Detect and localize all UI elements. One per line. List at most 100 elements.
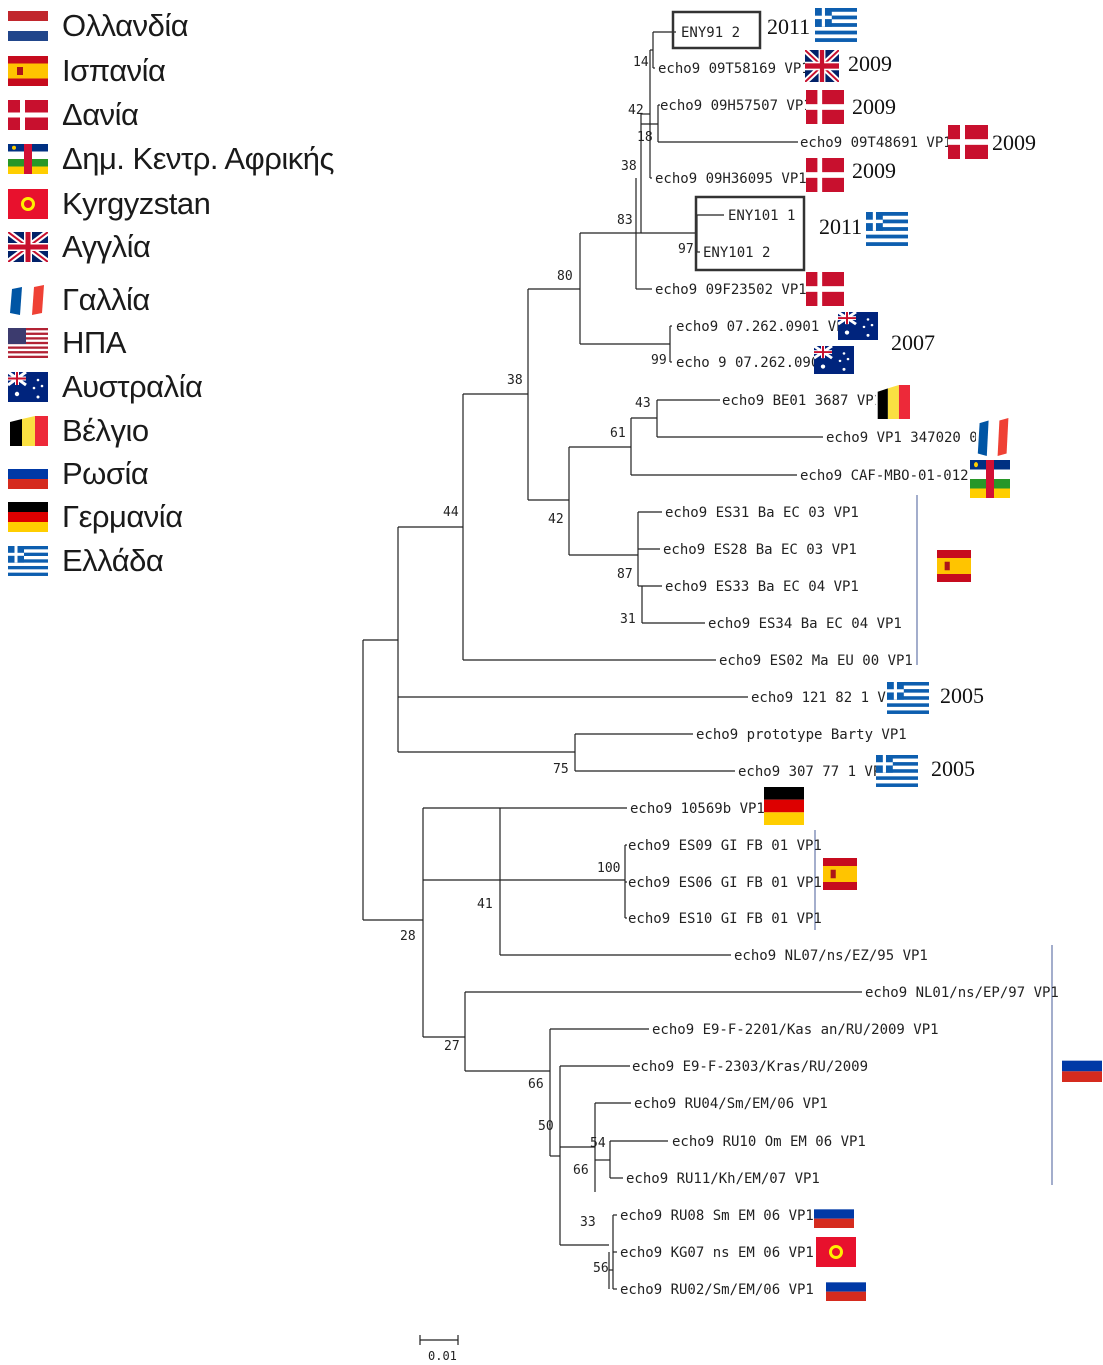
russia-flag-icon [1062,1050,1102,1082]
highlight-box [671,10,762,50]
legend-label: Δημ. Κεντρ. Αφρικής [62,141,334,176]
legend-label: Αυστραλία [62,369,203,404]
tree-leaf-label: echo9 ES06 GI FB 01 VP1 [628,875,822,891]
legend-label: Ισπανία [62,53,166,88]
tree-leaf-label: echo9 RU11/Kh/EM/07 VP1 [626,1171,820,1187]
bootstrap-value: 38 [621,159,637,174]
tree-leaf-label: echo9 RU08 Sm EM 06 VP1 [620,1208,814,1224]
bootstrap-value: 50 [538,1119,554,1134]
legend-item: Γαλλία [8,280,150,320]
usa-flag-icon [8,328,48,358]
bootstrap-value: 99 [651,353,667,368]
legend-label: Αγγλία [62,229,151,264]
legend-label: Kyrgyzstan [62,186,211,221]
tree-leaf-label: echo9 RU10 Om EM 06 VP1 [672,1134,866,1150]
spain-flag-icon [937,550,971,582]
legend-label: Βέλγιο [62,413,149,448]
denmark-flag-icon [8,100,48,130]
legend-item: Ισπανία [8,51,166,91]
belgium-flag-icon [876,385,910,419]
tree-leaf-label: echo9 prototype Barty VP1 [696,727,907,743]
greece-flag-icon [8,546,48,576]
tree-leaf-label: echo9 ES10 GI FB 01 VP1 [628,911,822,927]
tree-leaf-label: echo9 ES28 Ba EC 03 VP1 [663,542,857,558]
tree-leaf-label: echo9 09T48691 VP1 [800,135,952,151]
tree-leaf-label: echo9 ES02 Ma EU 00 VP1 [719,653,913,669]
sampling-year: 2009 [852,94,896,119]
legend-item: ΗΠΑ [8,323,126,363]
france-flag-icon [976,418,1012,456]
bootstrap-value: 97 [678,242,694,257]
bootstrap-value: 42 [548,512,564,527]
sampling-year: 2009 [852,158,896,183]
tree-leaf-label: echo9 VP1 347020 06 [826,430,986,446]
legend-item: Ελλάδα [8,541,164,581]
legend-label: Ολλανδία [62,8,189,43]
bootstrap-value: 31 [620,612,636,627]
russia-flag-icon [814,1200,854,1228]
bootstrap-value: 43 [635,396,651,411]
tree-leaf-label: echo9 ES33 Ba EC 04 VP1 [665,579,859,595]
kyrgyzstan-flag-icon [8,189,48,219]
tree-leaf-label: echo9 09F23502 VP1 [655,282,807,298]
sampling-year: 2005 [931,756,975,781]
tree-leaf-label: echo9 RU02/Sm/EM/06 VP1 [620,1282,814,1298]
tree-leaf-label: echo9 09H57507 VP1 [660,98,812,114]
legend-label: Δανία [62,97,139,132]
tree-leaf-label: echo9 BE01 3687 VP1 [722,393,882,409]
greece-flag-icon [866,212,908,246]
legend-label: Ελλάδα [62,543,164,578]
tree-leaf-label: echo9 KG07 ns EM 06 VP1 [620,1245,814,1261]
bootstrap-value: 66 [528,1077,544,1092]
central-african-republic-flag-icon [8,144,48,174]
legend-label: ΗΠΑ [62,325,126,360]
legend-item: Ρωσία [8,454,149,494]
bootstrap-value: 41 [477,897,493,912]
bootstrap-value: 28 [400,929,416,944]
tree-leaf-label: echo9 E9-F-2201/Kas an/RU/2009 VP1 [652,1022,939,1038]
legend-item: Ολλανδία [8,6,189,46]
legend-item: Γερμανία [8,497,183,537]
legend-item: Kyrgyzstan [8,184,211,224]
sampling-year: 2009 [848,51,892,76]
bootstrap-value: 33 [580,1215,596,1230]
bootstrap-value: 14 [633,55,649,70]
highlight-box [694,195,806,272]
tree-leaf-label: ENY101 2 [703,245,770,261]
belgium-flag-icon [8,416,48,446]
legend-label: Ρωσία [62,456,149,491]
legend-item: Δημ. Κεντρ. Αφρικής [8,139,334,179]
france-flag-icon [8,285,48,315]
bootstrap-value: 38 [507,373,523,388]
tree-leaf-label: ENY91 2 [681,25,740,41]
sampling-year: 2007 [891,330,935,355]
bootstrap-value: 83 [617,213,633,228]
tree-leaf-label: echo9 10569b VP1 [630,801,765,817]
bootstrap-value: 61 [610,426,626,441]
bootstrap-value: 75 [553,762,569,777]
tree-leaf-label: echo9 ES34 Ba EC 04 VP1 [708,616,902,632]
tree-leaf-label: echo 9 07.262.0901 [676,355,828,371]
bootstrap-value: 27 [444,1039,460,1054]
tree-leaf-label: ENY101 1 [728,208,795,224]
legend-label: Γαλλία [62,282,150,317]
sampling-year: 2011 [819,214,862,239]
bootstrap-value: 42 [628,103,644,118]
bootstrap-value: 54 [590,1136,606,1151]
tree-leaf-label: echo9 09T58169 VP1 [658,61,810,77]
uk-flag-icon [8,232,48,262]
tree-leaf-label: echo9 307 77 1 VP1 [738,764,890,780]
tree-leaf-label: echo9 09H36095 VP1 [655,171,807,187]
bootstrap-value: 80 [557,269,573,284]
netherlands-flag-icon [8,11,48,41]
tree-leaf-label: echo9 RU04/Sm/EM/06 VP1 [634,1096,828,1112]
spain-flag-icon [823,858,857,890]
greece-flag-icon [887,682,929,714]
denmark-flag-icon [948,125,988,159]
denmark-flag-icon [806,272,844,306]
legend-item: Αγγλία [8,227,151,267]
tree-leaf-label: echo9 ES09 GI FB 01 VP1 [628,838,822,854]
tree-leaf-label: echo9 NL01/ns/EP/97 VP1 [865,985,1059,1001]
